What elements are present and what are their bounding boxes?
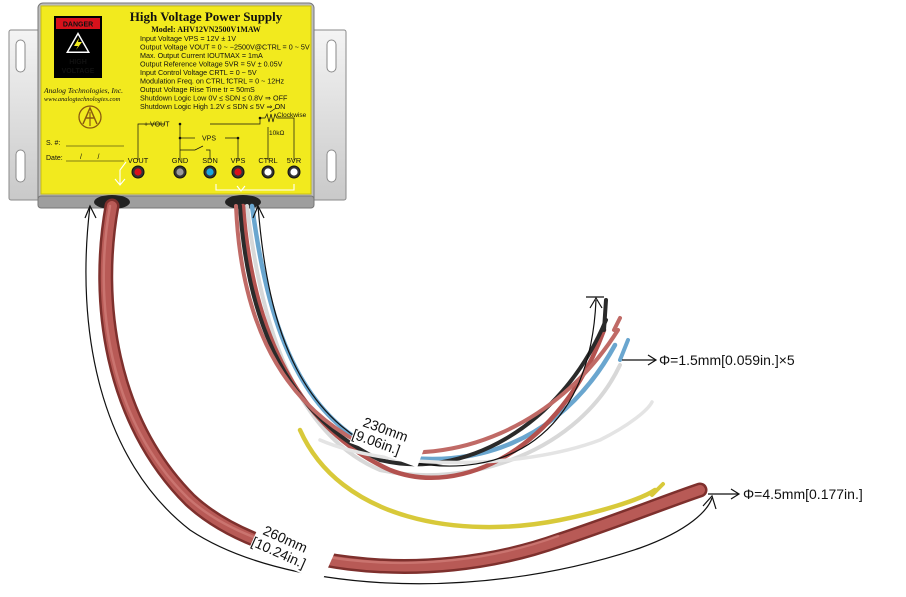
high-text: HIGH [69,59,87,66]
pin-label: VPS [231,156,246,165]
schematic-junctions [178,116,262,140]
spec-line: Shutdown Logic High 1.2V ≤ SDN ≤ 5V ⇒ ON [140,102,285,111]
product-label: DANGER HIGH VOLTAGE High Voltage Power S… [40,5,312,195]
wire-yellow [297,427,658,530]
voltage-text: VOLTAGE [62,68,95,75]
wire-red [240,203,607,480]
lv-exit-arrow-icon [215,184,295,192]
thick-length-label: 260mm [10.24in.] [248,518,336,583]
company-name: Analog Technologies, Inc. [43,86,123,95]
spec-line: Input Voltage VPS = 12V ± 1V [140,34,236,43]
company-website: www.analogtechnologies.com [44,96,121,103]
spec-line: Modulation Freq. on CTRL fCTRL = 0 ~ 12H… [140,77,284,86]
date-label: Date: [46,155,63,162]
spec-line: Input Control Voltage CRTL = 0 ~ 5V [140,68,257,77]
date-slashes: / / [80,154,100,161]
pin-schematic [137,107,295,160]
spec-line: Output Voltage Rise Time tr = 50mS [140,85,255,94]
thick-diameter-label: Φ=4.5mm[0.177in.] [743,486,863,502]
dimension-hv-cable [84,204,717,585]
spec-line: Shutdown Logic Low 0V ≤ SDN ≤ 0.8V ⇒ OFF [140,94,288,103]
product-title: High Voltage Power Supply [130,9,283,24]
pin-label: CTRL [258,156,277,165]
pin-label: VOUT [128,156,149,165]
vout-schematic-label: + VOUT [144,122,170,129]
terminal-color-dot [134,168,142,176]
company-logo [78,105,102,129]
wire-blue [249,203,618,462]
thin-diameter-label: Φ=1.5mm[0.059in.]×5 [659,352,795,368]
wire-white-2 [318,400,654,465]
danger-text: DANGER [63,22,93,29]
spec-line: Output Reference Voltage 5VR = 5V ± 0.05… [140,60,283,69]
danger-placard: DANGER HIGH VOLTAGE [54,16,102,78]
clockwise-label: Clockwise [277,112,307,119]
vps-schematic-label: VPS [202,136,216,143]
pin-label: SDN [202,156,218,165]
hv-exit-arrow-icon [114,161,127,186]
model-number: Model: AHV12VN2500V1MAW [151,25,261,34]
diameter-leaders [622,354,741,500]
pin-label: GND [172,156,188,165]
spec-line: Output Voltage VOUT = 0 ~ −2500V@CTRL = … [140,43,310,52]
thin-wire-bundle [234,203,658,530]
high-voltage-warning-icon [66,32,90,53]
resistor-label: 10kΩ [269,130,284,137]
terminal-color-dot [234,168,242,176]
wire-white [245,204,622,478]
terminal-pins: VOUT GND SDN VPS CTRL 5VR [128,156,301,179]
spec-line: Max. Output Current IOUTMAX = 1mA [140,51,263,60]
serial-label: S. #: [46,140,60,147]
terminal-color-dot [206,168,214,176]
pin-label: 5VR [287,156,301,165]
terminal-color-dot [290,168,298,176]
mounting-flange-right [311,29,347,201]
terminal-color-dot [264,168,272,176]
terminal-color-dot [176,168,184,176]
dimension-thin-wires [252,204,604,467]
wire-tips [602,298,665,497]
